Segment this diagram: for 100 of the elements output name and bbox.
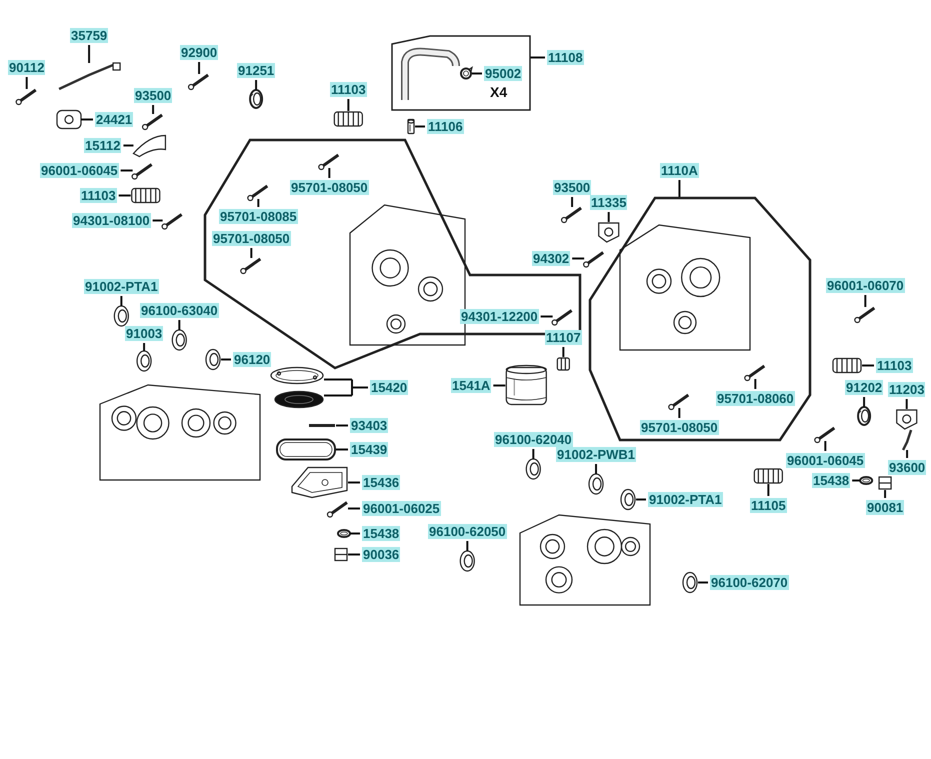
- callout-number: 96100-62050: [428, 524, 507, 539]
- shaft-drawing: [334, 111, 363, 127]
- leader-line: [250, 248, 252, 258]
- callout-number: 11103: [80, 188, 117, 203]
- drain-plug-drawing: [334, 548, 348, 562]
- callout-number: 95701-08050: [290, 180, 369, 195]
- callout-number: 92900: [180, 45, 218, 60]
- callout-number: 24421: [95, 112, 134, 127]
- leader-line: [472, 72, 482, 74]
- leader-line: [562, 347, 564, 357]
- callout-number: 91002-PTA1: [84, 279, 159, 294]
- seal-ring-drawing: [857, 406, 872, 426]
- callout-number: 11335: [590, 195, 628, 210]
- leader-line: [88, 45, 90, 63]
- bearing-drawing: [136, 350, 152, 372]
- callout-number: 11105: [750, 498, 787, 513]
- callout-number: 11108: [547, 50, 584, 65]
- leader-line: [595, 464, 598, 474]
- leader-line: [336, 448, 348, 450]
- sensor-cable-drawing: [58, 62, 121, 90]
- leader-line: [698, 582, 708, 584]
- lever-drawing: [132, 134, 166, 158]
- bolt-drawing: [854, 306, 876, 324]
- rod-drawing: [902, 430, 912, 451]
- leader-line: [198, 62, 200, 74]
- o-ring-drawing: [337, 529, 351, 538]
- callout-number: 93500: [134, 88, 172, 103]
- shaft-drawing: [754, 468, 783, 484]
- callout-number: 91202: [845, 380, 884, 395]
- callout-number: 1541A: [451, 378, 492, 393]
- bracket-plate-drawing: [598, 222, 620, 243]
- screw-drawing: [309, 424, 335, 427]
- bearing-drawing: [620, 488, 636, 510]
- callout-number: 95701-08085: [219, 209, 298, 224]
- bearing-drawing: [682, 572, 698, 594]
- cover-drawing: [270, 366, 324, 384]
- leader-line: [678, 408, 680, 418]
- leader-line: [906, 450, 908, 458]
- callout-number: 15112: [84, 138, 122, 153]
- callout-number: 91002-PWB1: [556, 447, 636, 462]
- bearing-drawing: [460, 550, 475, 572]
- leader-line: [123, 144, 134, 146]
- leader-line: [906, 399, 908, 409]
- bearing-drawing: [114, 305, 129, 327]
- bolt-drawing: [560, 206, 582, 224]
- callout-number: 11103: [876, 358, 913, 373]
- seal-ring-drawing: [249, 89, 264, 109]
- dowel-pin-drawing: [407, 118, 415, 134]
- leader-line: [493, 384, 506, 386]
- callout-number: 15436: [362, 475, 400, 490]
- callout-number: 11107: [545, 330, 582, 345]
- leader-line: [608, 212, 610, 222]
- leader-line: [348, 482, 360, 484]
- bolt-drawing: [668, 394, 690, 410]
- callout-number: 94301-08100: [72, 213, 151, 228]
- hose-clamp-drawing: [460, 66, 473, 80]
- callout-number: 93403: [350, 418, 388, 433]
- callout-number: 95701-08050: [212, 231, 291, 246]
- bolt-drawing: [247, 184, 268, 202]
- leader-line: [540, 316, 553, 318]
- leader-line: [415, 126, 425, 128]
- bolt-drawing: [132, 163, 152, 180]
- bolt-drawing: [318, 154, 340, 170]
- bearing-drawing: [172, 329, 187, 351]
- bolt-drawing: [240, 258, 262, 274]
- oil-pan-drawing: [291, 466, 348, 498]
- callout-number: 96001-06070: [826, 278, 905, 293]
- o-ring-drawing: [859, 476, 874, 485]
- quantity-note: X4: [490, 84, 508, 100]
- leader-line: [152, 105, 154, 114]
- callout-number: 95701-08050: [640, 420, 719, 435]
- leader-line: [328, 168, 330, 178]
- callout-number: 15420: [370, 380, 408, 395]
- leader-line: [323, 378, 369, 396]
- leader-line: [152, 220, 163, 222]
- callout-number: 96100-63040: [140, 303, 219, 318]
- bolt-drawing: [188, 74, 209, 90]
- callout-number: 15439: [350, 442, 388, 457]
- leader-line: [532, 449, 534, 459]
- kit-outline-box: [391, 35, 532, 112]
- leader-line: [347, 99, 350, 111]
- leader-line: [862, 364, 874, 366]
- callout-number: 15438: [812, 473, 850, 488]
- leader-line: [678, 180, 680, 198]
- bolt-drawing: [583, 251, 604, 268]
- gasket-drawing: [276, 438, 336, 460]
- callout-number: 94302: [532, 251, 570, 266]
- drain-plug-drawing: [878, 476, 892, 490]
- bearing-drawing: [205, 348, 221, 370]
- leader-line: [884, 490, 886, 498]
- group-outline: [587, 195, 813, 443]
- callout-number: 93600: [888, 460, 926, 475]
- leader-line: [852, 480, 860, 482]
- leader-line: [466, 541, 468, 551]
- callout-number: 91251: [237, 63, 276, 78]
- callout-number: 90036: [362, 547, 400, 562]
- leader-line: [257, 199, 260, 207]
- leader-line: [120, 170, 133, 172]
- leader-line: [81, 118, 93, 120]
- callout-number: 96100-62040: [494, 432, 573, 447]
